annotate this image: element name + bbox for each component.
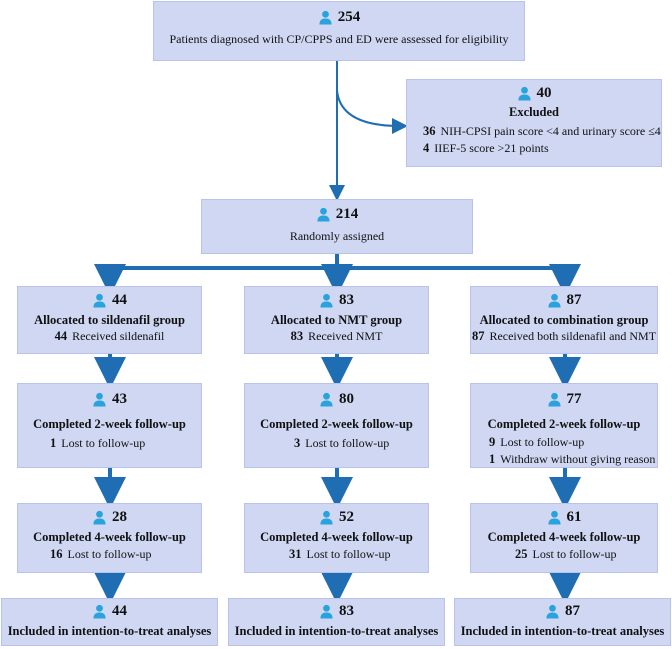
person-icon bbox=[319, 10, 332, 25]
week4-title: Completed 4-week follow-up bbox=[487, 530, 641, 544]
person-icon bbox=[93, 392, 106, 407]
itt-box-sildenafil: 44 Included in intention-to-treat analys… bbox=[1, 598, 218, 646]
week4-title: Completed 4-week follow-up bbox=[33, 530, 186, 544]
itt-title: Included in intention-to-treat analyses bbox=[7, 624, 212, 638]
itt-count: 83 bbox=[339, 603, 354, 619]
week2-title: Completed 2-week follow-up bbox=[33, 417, 186, 431]
week4-count: 52 bbox=[339, 509, 354, 525]
randomized-box: 214 Randomly assigned bbox=[201, 199, 473, 254]
person-icon bbox=[517, 86, 531, 101]
person-icon bbox=[547, 293, 561, 308]
person-icon bbox=[320, 604, 333, 619]
alloc-count: 83 bbox=[339, 292, 354, 308]
person-icon bbox=[317, 207, 330, 222]
assessed-text: Patients diagnosed with CP/CPPS and ED w… bbox=[169, 32, 509, 46]
itt-box-combination: 87 Included in intention-to-treat analys… bbox=[454, 598, 671, 646]
itt-title: Included in intention-to-treat analyses bbox=[234, 624, 439, 638]
person-icon bbox=[93, 510, 106, 525]
person-icon bbox=[320, 392, 333, 407]
week4-count: 61 bbox=[566, 509, 582, 525]
randomized-count: 214 bbox=[335, 206, 359, 222]
arrow-to-excluded bbox=[336, 89, 408, 134]
week2-title: Completed 2-week follow-up bbox=[487, 417, 641, 431]
week2-count: 43 bbox=[112, 391, 127, 407]
week4-title: Completed 4-week follow-up bbox=[260, 530, 413, 544]
person-icon bbox=[320, 510, 333, 525]
week2-count: 77 bbox=[566, 391, 582, 407]
person-icon bbox=[547, 392, 561, 407]
person-icon bbox=[320, 293, 333, 308]
week2-count: 80 bbox=[339, 391, 354, 407]
itt-count: 87 bbox=[565, 603, 580, 619]
alloc-title: Allocated to sildenafil group bbox=[34, 313, 185, 327]
week4-count: 28 bbox=[112, 509, 127, 525]
alloc-count: 44 bbox=[112, 292, 127, 308]
itt-title: Included in intention-to-treat analyses bbox=[460, 624, 665, 638]
person-icon bbox=[93, 293, 106, 308]
person-icon bbox=[546, 604, 559, 619]
assessed-count: 254 bbox=[337, 9, 361, 25]
person-icon bbox=[547, 510, 561, 525]
excluded-title: Excluded bbox=[508, 105, 559, 119]
itt-box-nmt: 83 Included in intention-to-treat analys… bbox=[228, 598, 445, 646]
randomized-text: Randomly assigned bbox=[289, 229, 385, 243]
alloc-count: 87 bbox=[566, 292, 582, 308]
week2-title: Completed 2-week follow-up bbox=[260, 417, 413, 431]
alloc-title: Allocated to combination group bbox=[479, 313, 649, 327]
itt-count: 44 bbox=[112, 603, 127, 619]
assessed-box: 254 Patients diagnosed with CP/CPPS and … bbox=[153, 1, 525, 61]
alloc-title: Allocated to NMT group bbox=[270, 313, 403, 327]
person-icon bbox=[93, 604, 106, 619]
excluded-count: 40 bbox=[536, 85, 552, 101]
